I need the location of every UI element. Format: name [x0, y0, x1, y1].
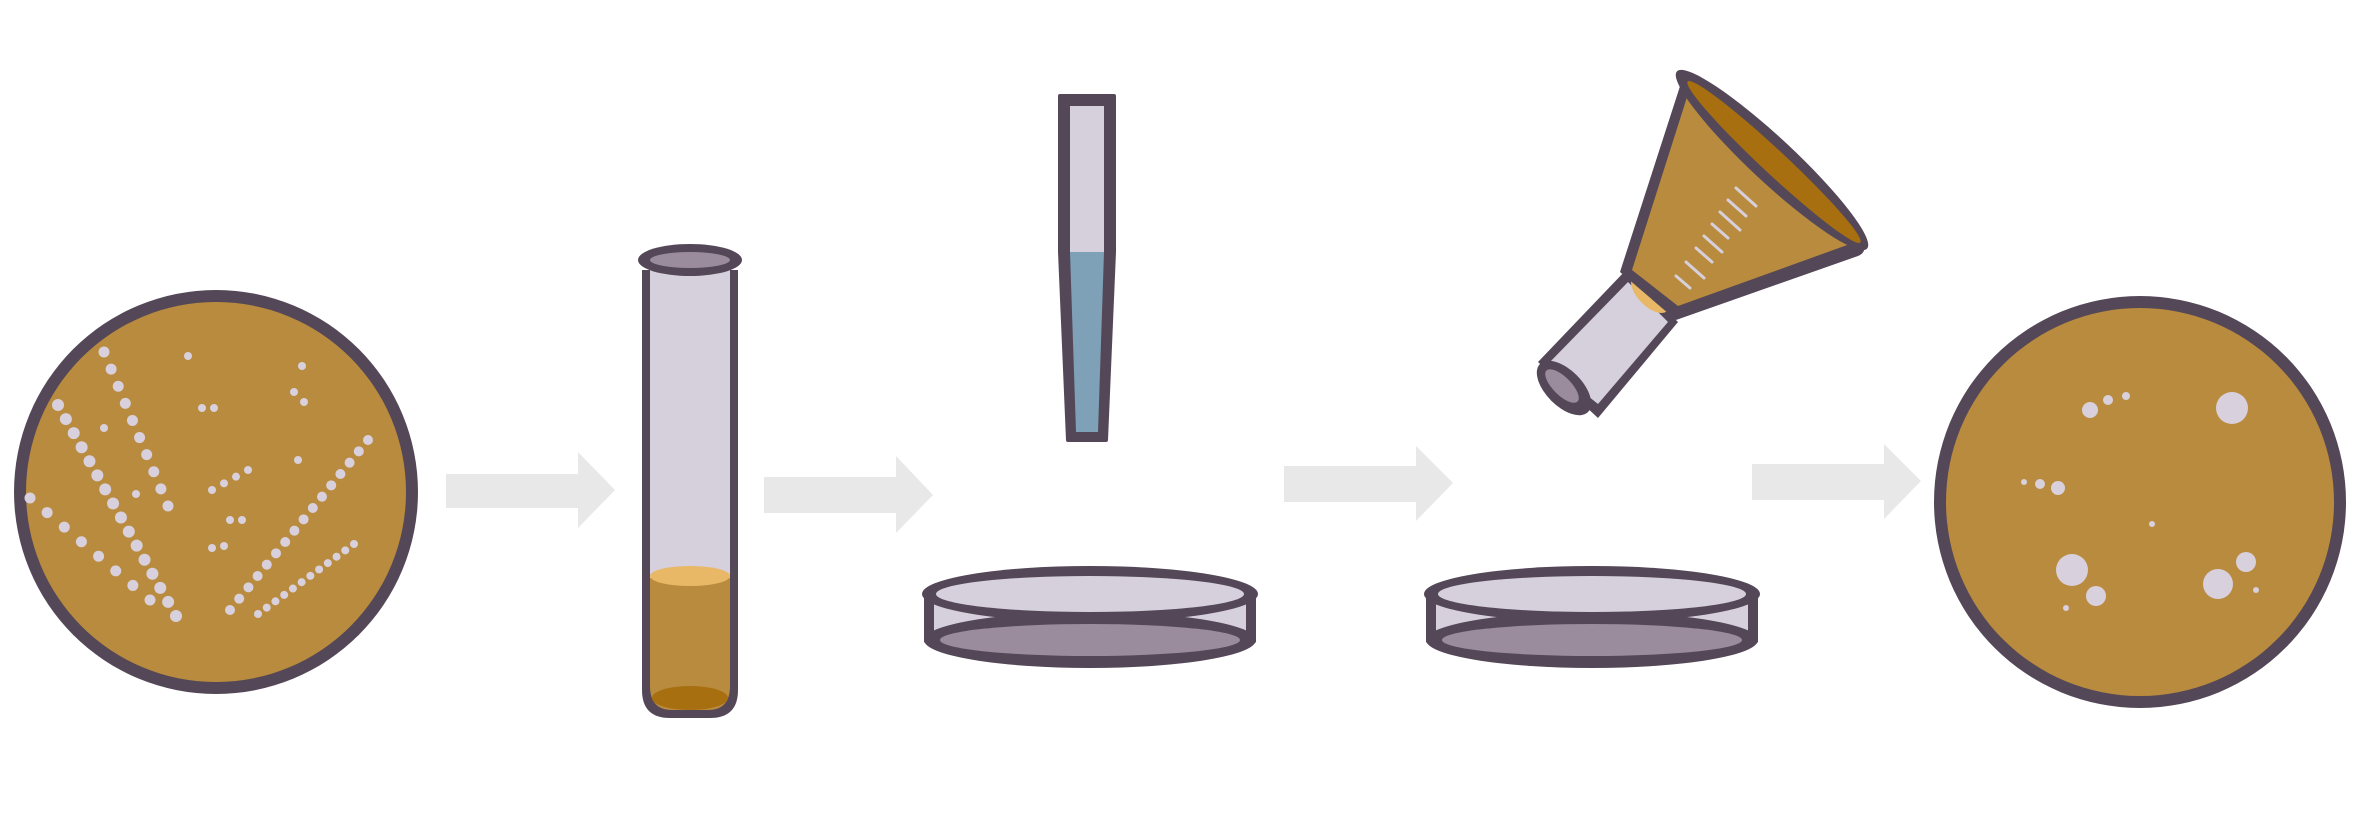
colony-dot [170, 610, 182, 622]
colony-dot [289, 525, 300, 536]
colony-dot [141, 449, 153, 461]
colony-dot [261, 559, 272, 570]
colony-dot [155, 483, 167, 495]
arrow-step-2-to-3 [764, 456, 933, 533]
arrow-step-3-to-4 [1284, 446, 1453, 521]
colony-dot [59, 413, 72, 426]
colony-dot [220, 479, 228, 488]
colony-dot [234, 593, 245, 604]
colony-dot [210, 404, 218, 412]
colony-dot [288, 584, 297, 593]
colony-dot [83, 455, 96, 468]
colony-dot [350, 540, 358, 548]
colony-dot [162, 595, 175, 608]
colony-dot [100, 424, 108, 432]
streak-colonies [24, 346, 373, 622]
colony-dot [335, 469, 346, 479]
colony-dot [280, 590, 289, 599]
colony-dot [252, 571, 263, 581]
receiving-petri-dish-icon [1424, 566, 1760, 668]
colony-dot [226, 516, 234, 524]
colony-dot [99, 483, 112, 496]
colony-dot [184, 352, 192, 360]
culture-tube-icon [638, 244, 742, 718]
arrow-step-1-to-2 [446, 452, 615, 528]
colony-dot [271, 597, 280, 606]
colony-dot [353, 446, 364, 457]
colony-dot [238, 516, 246, 524]
colony-dot [341, 546, 350, 555]
colony-dot [297, 578, 306, 587]
colony-dot [262, 603, 271, 612]
colony-dot [280, 537, 291, 547]
colony-dot [300, 398, 308, 406]
colony-dot [144, 594, 156, 606]
colony-dot [110, 565, 122, 577]
colony-dot [130, 539, 143, 552]
colony-dot [220, 542, 228, 550]
colony-dot [24, 492, 36, 504]
colony-dot [98, 346, 110, 358]
colony-dot [114, 511, 127, 524]
colony-dot [290, 388, 298, 396]
colony-dot [127, 579, 139, 591]
colony-dot [119, 397, 131, 409]
colony-dot [208, 486, 216, 494]
colony-dot [198, 404, 206, 412]
colony-dot [148, 466, 160, 478]
colony-dot [122, 525, 135, 538]
colony-dot [307, 503, 318, 513]
colony-dot [208, 544, 216, 552]
colony-dot [41, 507, 53, 519]
colony-dot [93, 550, 105, 562]
colonies [2021, 392, 2259, 611]
pipette-icon [1058, 94, 1116, 442]
colony-dot [306, 571, 315, 580]
colony-dot [323, 559, 332, 568]
colony-dot [126, 414, 138, 426]
colony-dot [75, 441, 88, 454]
colony-dot [317, 491, 327, 502]
colony-dot [254, 610, 262, 618]
pipette-and-empty-plate-icon [922, 94, 1258, 668]
pouring-flask-and-plate-icon [1424, 69, 1869, 668]
colony-dot [332, 552, 341, 561]
colony-dot [244, 466, 252, 474]
colony-dot [294, 456, 302, 464]
colony-dot [271, 548, 281, 559]
colony-dot [363, 435, 373, 445]
colony-dot [52, 399, 64, 411]
pouring-flask-icon [1536, 69, 1869, 418]
empty-petri-dish-icon [922, 566, 1258, 668]
colony-dot [232, 472, 240, 481]
colony-dot [138, 553, 151, 566]
colony-dot [132, 490, 140, 498]
colony-dot [315, 565, 324, 574]
colony-dot [146, 567, 159, 580]
colony-dot [326, 480, 337, 491]
streaked-petri-dish-icon [14, 290, 418, 694]
colony-dot [162, 500, 174, 512]
colony-dot [225, 605, 235, 615]
colony-dot [91, 469, 104, 482]
colony-dot [134, 432, 146, 444]
colony-dot [243, 582, 254, 593]
graduation-marks [1674, 186, 1758, 290]
colony-dot [298, 514, 309, 525]
colony-dot [58, 521, 70, 533]
colony-dot [105, 363, 117, 375]
colony-dot [112, 380, 124, 392]
colony-dot [107, 497, 120, 510]
colony-petri-dish-icon [1934, 296, 2346, 708]
colony-dot [154, 581, 167, 594]
colony-dot [298, 362, 306, 370]
arrow-step-4-to-5 [1752, 444, 1921, 519]
colony-dot [75, 536, 87, 548]
colony-dot [344, 457, 355, 468]
colony-dot [67, 427, 80, 440]
